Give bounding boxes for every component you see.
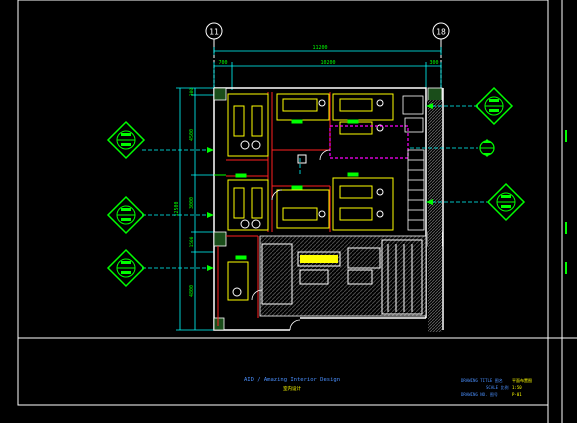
index-symbol-left-1 — [106, 120, 146, 160]
top-dimensions — [213, 47, 442, 90]
left-dimensions — [176, 87, 214, 331]
index-symbol-right-3 — [486, 182, 526, 222]
index-symbol-left-2 — [106, 195, 146, 235]
furniture-stools — [232, 99, 384, 297]
highlight-zone — [329, 125, 409, 159]
dim-left-seg-5: 4800 — [189, 285, 195, 297]
title-label-scale: SCALE 比例 — [486, 384, 508, 390]
dim-left-total: 12500 — [174, 201, 180, 216]
lobby-furniture — [261, 239, 423, 315]
side-corridor-hatch — [428, 100, 442, 332]
dim-top-mid: 10200 — [320, 60, 335, 66]
title-label-number: DRAWING NO. 图号 — [461, 391, 498, 397]
title-block: AID / Amazing Interior Design 室内设计 DRAWI… — [244, 377, 532, 397]
lobby-hatched-floor — [259, 235, 427, 317]
dim-top-left: 700 — [218, 60, 227, 66]
dim-left-seg-1: 300 — [189, 88, 195, 96]
dim-top-right: 300 — [429, 60, 438, 66]
leader-arrows — [207, 103, 433, 271]
title-company-sub: 室内设计 — [283, 385, 301, 392]
dim-left-seg-3: 3000 — [189, 197, 195, 209]
dim-left-seg-2: 4500 — [189, 129, 195, 141]
dim-left-seg-4: 1500 — [189, 236, 195, 247]
title-company: AID / Amazing Interior Design — [244, 377, 340, 383]
doors — [251, 149, 331, 331]
index-symbol-right-2 — [479, 139, 495, 157]
title-value-scale: 1:50 — [512, 385, 522, 390]
grid-axis-left-label: 11 — [209, 28, 219, 37]
drawing-frame — [17, 0, 577, 423]
furniture-beds — [227, 98, 373, 301]
title-value-number: P-01 — [512, 392, 522, 397]
leader-lines — [142, 105, 488, 269]
room-outlines — [227, 93, 394, 231]
grid-axis-right-label: 18 — [436, 28, 446, 37]
title-value-drawing: 平面布置图 — [512, 377, 532, 383]
index-symbol-right-1 — [474, 86, 514, 126]
dim-overall-top: 11200 — [312, 45, 327, 51]
title-label-drawing: DRAWING TITLE 图名 — [461, 377, 503, 383]
index-symbol-left-3 — [106, 248, 146, 288]
right-stair-fixture — [402, 95, 425, 231]
